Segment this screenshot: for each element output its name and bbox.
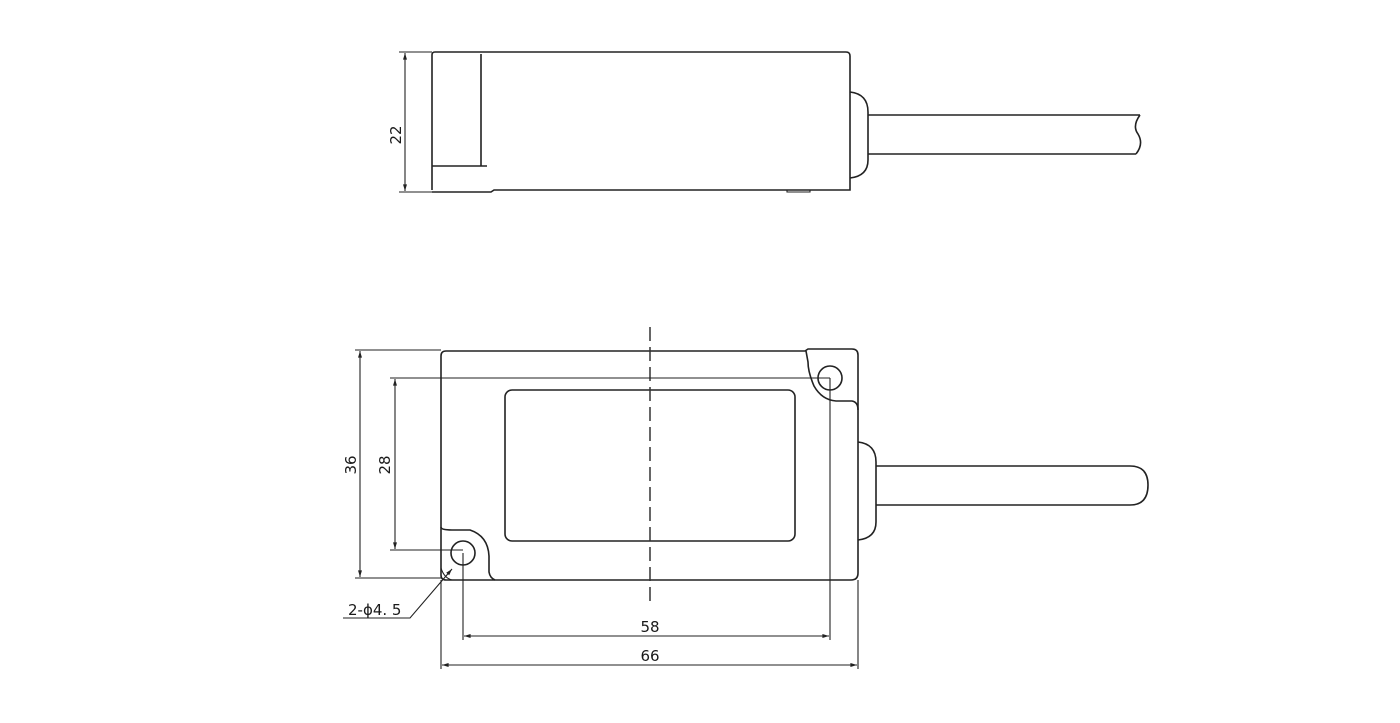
side-cable: [868, 114, 1142, 155]
dimension-36: 36: [342, 349, 441, 579]
bottom-connector-boss: [857, 441, 877, 541]
dimension-66: 66: [440, 580, 859, 669]
side-view: 22: [387, 51, 1142, 193]
dimension-58: 58: [462, 378, 831, 640]
dimension-22: 22: [387, 51, 432, 193]
ear-fillet: [440, 567, 453, 581]
ear-contour-bottom-left: [440, 526, 496, 581]
ear-contour-top-right: [805, 350, 859, 411]
bottom-cable: [876, 465, 1149, 506]
hole-callout: 2-ϕ4. 5: [343, 568, 453, 619]
bottom-view: 36 28 58 66 2-ϕ4. 5: [342, 327, 1149, 669]
dimension-label-66: 66: [640, 647, 659, 665]
side-body-outline: [431, 51, 851, 193]
dimension-28: 28: [376, 377, 830, 551]
dimension-label-28: 28: [376, 455, 394, 474]
side-connector-boss: [849, 91, 869, 179]
side-base-tab: [786, 190, 811, 193]
side-cap-line: [432, 54, 487, 167]
dimension-label-22: 22: [387, 125, 405, 144]
dimension-label-36: 36: [342, 455, 360, 474]
hole-callout-label: 2-ϕ4. 5: [348, 601, 401, 619]
dimension-label-58: 58: [640, 618, 659, 636]
